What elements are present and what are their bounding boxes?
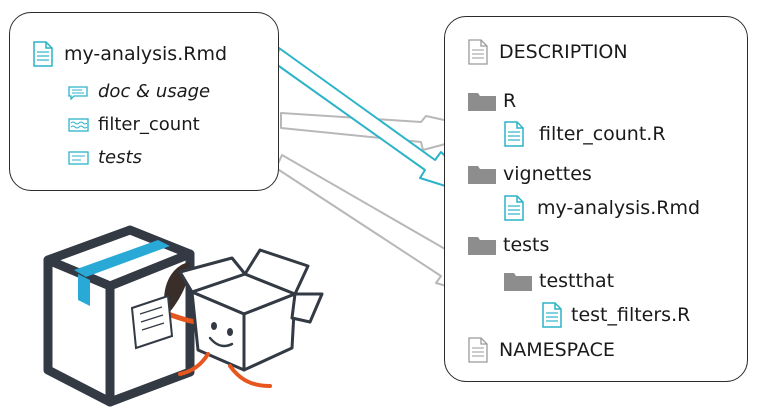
r-file-icon (541, 302, 563, 328)
file-my-analysis: my-analysis.Rmd (503, 195, 700, 221)
folder-testthat: testthat (503, 270, 614, 292)
folder-vignettes-label: vignettes (503, 163, 592, 185)
rmd-title: my-analysis.Rmd (64, 43, 228, 65)
file-description: DESCRIPTION (467, 39, 628, 65)
file-namespace: NAMESPACE (467, 337, 615, 363)
paper-sheet (130, 294, 174, 350)
left-item-filter-label: filter_count (98, 114, 200, 135)
folder-r: R (467, 90, 516, 112)
file-my-analysis-label: my-analysis.Rmd (537, 197, 701, 219)
left-item-doc-label: doc & usage (98, 81, 211, 102)
folder-r-label: R (503, 90, 517, 112)
chat-lines-icon (68, 84, 90, 100)
small-box-character (178, 248, 324, 388)
left-item-doc: doc & usage (68, 81, 210, 102)
rmd-file-icon (32, 41, 54, 67)
file-filter-count-label: filter_count.R (539, 123, 666, 145)
rmd-file-icon (503, 195, 525, 221)
file-filter-count: filter_count.R (503, 121, 666, 147)
folder-icon (467, 163, 497, 185)
package-box-illustration (43, 225, 324, 407)
file-description-label: DESCRIPTION (499, 41, 628, 63)
file-test-filters-label: test_filters.R (571, 304, 691, 326)
folder-icon (467, 90, 497, 112)
rmd-title-row: my-analysis.Rmd (32, 41, 227, 67)
file-icon (467, 337, 489, 363)
test-block-icon (68, 150, 90, 166)
r-file-icon (503, 121, 525, 147)
left-item-tests: tests (68, 147, 142, 168)
folder-icon (503, 270, 533, 292)
file-namespace-label: NAMESPACE (499, 339, 615, 361)
folder-tests-label: tests (503, 234, 550, 256)
file-test-filters: test_filters.R (541, 302, 690, 328)
package-structure-box: DESCRIPTION R filter_count.R (444, 16, 748, 382)
file-icon (467, 39, 489, 65)
rmd-source-box: my-analysis.Rmd doc & usage filter_count (9, 12, 279, 191)
folder-vignettes: vignettes (467, 163, 592, 185)
folder-testthat-label: testthat (539, 270, 615, 292)
left-item-tests-label: tests (98, 147, 142, 168)
left-item-filter: filter_count (68, 114, 200, 135)
code-wave-icon (68, 117, 90, 133)
folder-tests: tests (467, 234, 549, 256)
folder-icon (467, 234, 497, 256)
